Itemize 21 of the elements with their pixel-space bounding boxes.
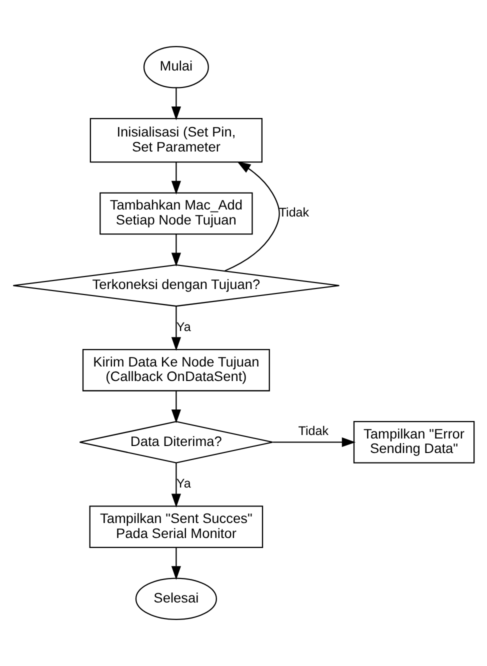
edge-label: Ya <box>176 320 191 334</box>
arrow <box>272 437 356 447</box>
arrow <box>171 391 181 424</box>
node-box: Inisialisasi (Set Pin, Set Parameter <box>90 118 263 163</box>
node-ellipse: Selesai <box>135 578 217 620</box>
arrow <box>171 306 181 351</box>
arrow <box>224 161 280 272</box>
edge-label: Tidak <box>298 424 329 438</box>
node-box: Tambahkan Mac_Add Setiap Node Tujuan <box>100 192 253 235</box>
edge-label: Ya <box>176 476 191 491</box>
arrow <box>171 162 181 195</box>
arrow <box>171 234 181 267</box>
node-box: Kirim Data Ke Node Tujuan (Callback OnDataSent) <box>82 349 270 392</box>
node-box: Tampilkan "Sent Succes" Pada Serial Monitor <box>89 506 264 548</box>
node-box: Tampilkan "Error Sending Data" <box>353 421 475 464</box>
arrow <box>171 88 181 120</box>
arrow <box>171 548 181 580</box>
node-diamond: Terkoneksi dengan Tujuan? <box>12 264 340 307</box>
arrow <box>171 462 181 508</box>
node-ellipse: Mulai <box>143 46 209 88</box>
node-diamond: Data Diterima? <box>79 421 274 464</box>
